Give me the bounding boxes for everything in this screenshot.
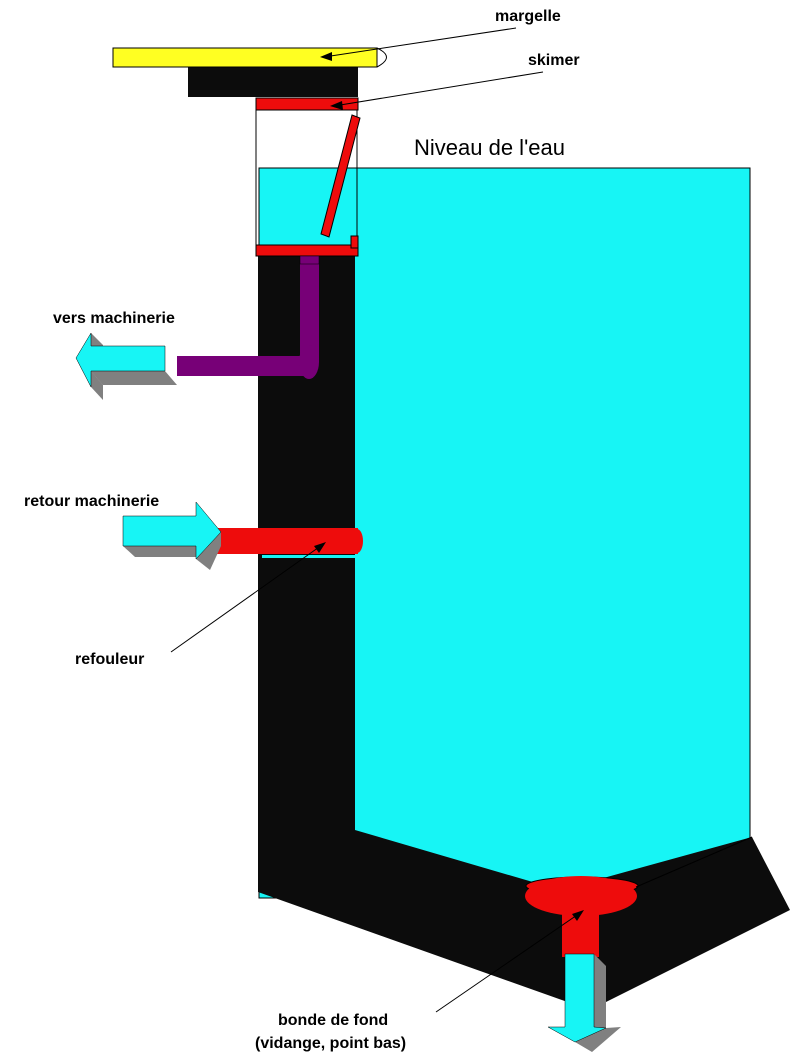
pool-floor [258,830,790,1010]
label-retour-machinerie: retour machinerie [24,493,159,510]
label-vers-machinerie: vers machinerie [53,310,175,327]
label-niveau-eau: Niveau de l'eau [414,135,565,160]
label-refouleur: refouleur [75,651,144,668]
suction-pipe-elbow [299,345,319,379]
drain-edge-line [635,836,753,888]
drain-pipe [562,912,599,957]
pointer-bonde [435,912,581,1013]
pointer-skimer [333,71,544,107]
label-bonde-line2: (vidange, point bas) [255,1035,406,1052]
pointer-margelle-arrowhead [320,52,332,61]
pointer-margelle [323,27,517,58]
coping-rounded-edge [376,47,387,68]
pointer-skimer-arrowhead [330,101,343,110]
drain-cover [525,876,637,916]
suction-pipe-vertical [300,256,319,362]
return-pipe [216,528,358,554]
suction-pipe-horizontal [177,356,308,376]
pointer-refouleur-arrowhead [314,542,326,553]
skimmer-handle [320,114,361,238]
label-margelle: margelle [495,8,561,25]
suction-pipe-collar [299,255,320,265]
left-arrow-3d-icon [75,332,177,400]
coping-slab [112,47,378,68]
pointer-bonde-arrowhead [572,910,584,921]
right-arrow-3d-icon [122,501,222,570]
return-inlet-slot [262,555,355,558]
return-pipe-end [351,529,363,553]
skimmer-lid [255,97,359,111]
label-bonde-line1: bonde de fond [278,1012,388,1029]
pointer-refouleur [170,544,323,653]
down-arrow-3d-icon [547,953,621,1052]
skimmer-basket-lip [350,235,359,249]
skimmer-basket [255,244,359,257]
label-skimer: skimer [528,52,580,69]
